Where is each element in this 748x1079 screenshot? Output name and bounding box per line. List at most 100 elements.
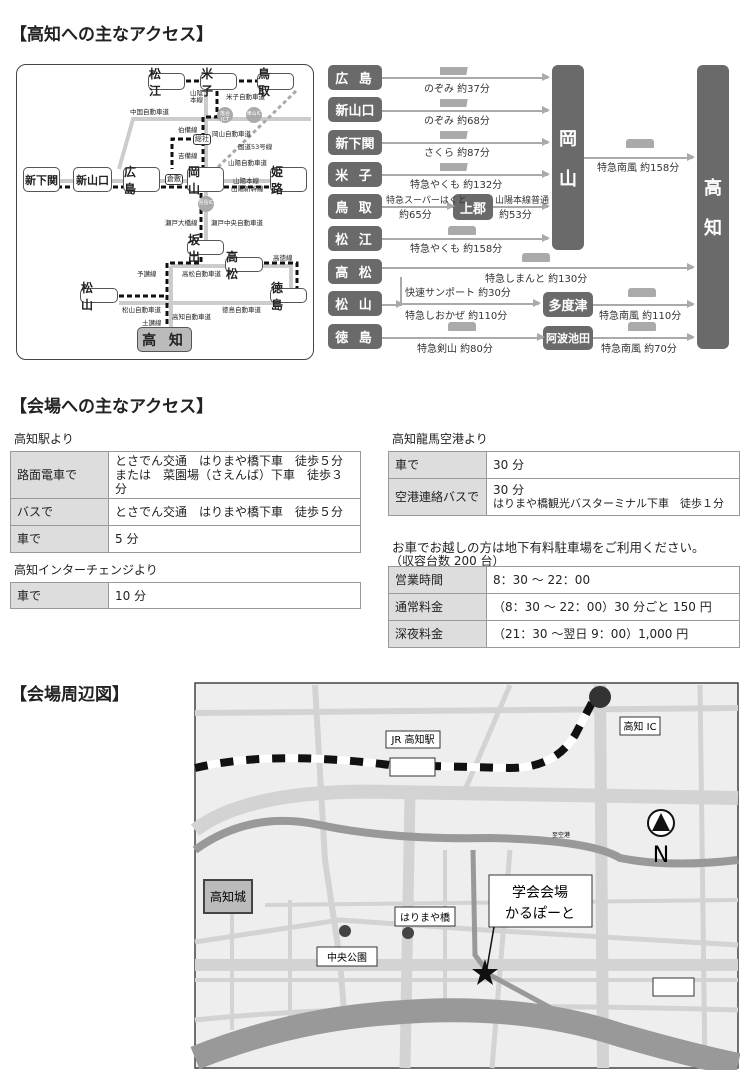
station-tottori: 鳥 取 [257,67,294,98]
kojima-ic-icon: 児島IC [198,196,214,212]
route-arrow [593,334,695,340]
label-kotoku-line: 高徳線 [273,254,293,262]
label-tokushima-exp: 徳島自動車道 [222,306,261,314]
label-kochi-exp: 高知自動車道 [172,313,211,321]
label-cell: 営業時間 [388,566,487,594]
label-cell: 通常料金 [388,593,487,621]
mode-cell: 車で [10,525,109,553]
label-matsuyama-exp: 松山自動車道 [122,306,161,314]
parking-capacity: （収容台数 200 台） [390,554,505,568]
label-hakubi-line: 伯備線 [178,126,198,134]
train-icon [522,253,550,262]
mode-cell: 路面電車で [10,451,109,499]
route-arrow [584,154,695,160]
origin-yonago: 米 子 [328,162,382,187]
hub-tadotsu: 多度津 [543,292,593,317]
route-label: 特急しおかぜ 約110分 [405,311,508,322]
mode-cell: 車で [388,451,487,479]
from-ic-title: 高知インターチェンジより [14,563,158,577]
kochi-ic-marker-icon [589,686,611,708]
station-takamatsu: 高 松 [225,250,263,281]
venue-label: かるぽーと [505,906,575,922]
route-arrow [382,139,550,145]
route-label: 特急南風 約158分 [597,163,680,174]
detail-cell: 10 分 [108,582,361,609]
train-icon [448,322,476,331]
origin-tottori: 鳥 取 [328,194,382,219]
detail-cell: とさでん交通 はりまや橋下車 徒歩５分または 菜園場（さえんば）下車 徒歩３分 [108,451,361,499]
label-kibi-line: 吉備線 [178,152,198,160]
hub-okayama: 岡山 [552,65,584,250]
label-cell: 深夜料金 [388,620,487,648]
route-arrow [382,107,550,113]
hub-okayama-char: 岡 [559,128,577,150]
route-arrow [382,171,550,177]
parking-note: お車でお越しの方は地下有料駐車場をご利用ください。 [392,540,705,555]
kochi-ic-label: 高知 IC [623,720,656,733]
hub-okayama-char: 山 [559,168,577,190]
label-yosan-line: 予讃線 [137,270,157,278]
harimayabashi-marker-icon [402,927,414,939]
route-line [382,203,455,209]
label-seto-ohashi: 瀬戸大橋線 [165,219,198,227]
from-station-table: 路面電車でとさでん交通 はりまや橋下車 徒歩５分または 菜園場（さえんば）下車 … [10,451,361,553]
train-icon [448,226,476,235]
train-icon [628,322,656,331]
value-cell: （21：30 ～翌日 9：00）1,000 円 [486,620,740,648]
route-label: のぞみ 約37分 [424,84,490,95]
station-himeji: 姫 路 [270,165,307,196]
route-label: 特急剣山 約80分 [417,344,493,355]
label-sanin-line: 山陰本線 [190,89,203,104]
detail-cell: とさでん交通 はりまや橋下車 徒歩５分 [108,498,361,526]
origin-matsuyama: 松 山 [328,291,382,316]
hub-kochi-char: 高 [704,178,722,199]
detail-line: 30 分 [493,483,525,497]
label-sanyo-exp: 山陽自動車道 [228,159,267,167]
chuo-park-marker-icon [339,925,351,937]
heading-access-to-kochi: 【高知への主なアクセス】 [10,25,214,45]
station-shinshimonoseki: 新下関 [23,167,60,192]
route-label: 特急南風 約110分 [599,311,682,322]
label-dosan-line: 土讃線 [142,319,162,327]
jr-station-label: JR 高知駅 [390,733,434,746]
route-arrow [493,203,550,209]
detail-line: はりまや橋観光バスターミナル下車 徒歩１分 [493,497,724,510]
heading-area-map: 【会場周辺図】 [10,685,129,705]
tsuyama-ic-icon: 津山IC [246,107,262,123]
detail-line: とさでん交通 はりまや橋下車 徒歩５分 [115,454,344,468]
hub-kamigori: 上郡 [453,194,493,220]
table-row: 深夜料金（21：30 ～翌日 9：00）1,000 円 [388,620,740,648]
route-label: さくら 約87分 [424,148,490,159]
route-arrow [382,74,550,80]
route-line [382,301,404,307]
hub-kochi-char: 知 [704,218,722,239]
route-arrow [382,235,550,241]
shinkansen-icon [440,99,478,107]
label-takamatsu-exp: 高松自動車道 [182,270,221,278]
route-label: 山陽本線普通 [495,196,550,206]
train-icon [626,139,654,148]
heading-access-to-venue: 【会場への主なアクセス】 [10,397,214,417]
origin-shinyamaguchi: 新山口 [328,97,382,122]
label-route53: 国道53号線 [238,143,273,151]
label-sanyo-shinkansen: 山陽新幹線 [231,185,264,193]
station-kochi: 高 知 [137,327,192,352]
jr-railway-line [194,695,599,773]
label-seto-chuo: 瀬戸中央自動車道 [211,219,263,227]
station-matsue: 松 江 [148,67,185,98]
origin-shinshimonoseki: 新下関 [328,130,382,155]
value-cell: 8：30 ～ 22：00 [486,566,740,594]
label-sanyo-main: 山陽本線 [233,177,259,185]
origin-tokushima: 徳 島 [328,324,382,349]
route-label: 特急やくも 約132分 [410,180,503,191]
route-arrow [382,264,695,270]
label-chugoku-exp: 中国自動車道 [130,108,169,116]
route-label: 特急やくも 約158分 [410,244,503,255]
